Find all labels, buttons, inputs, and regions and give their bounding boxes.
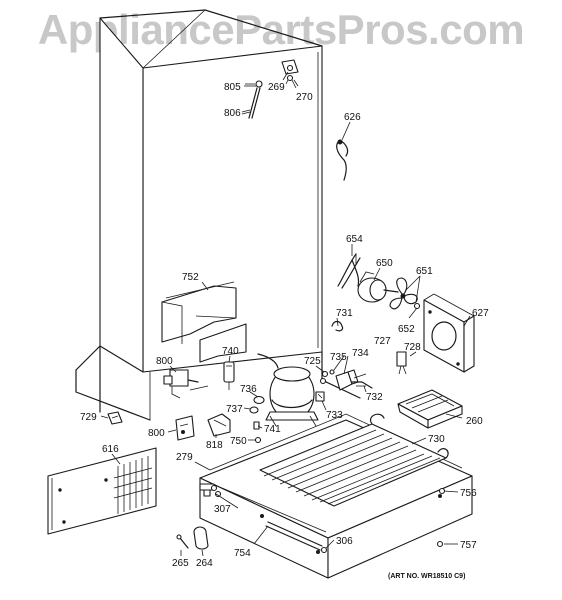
label-727: 727 xyxy=(374,336,391,347)
part-626-sensor xyxy=(336,139,349,181)
part-818-bracket xyxy=(207,413,231,437)
label-733: 733 xyxy=(326,410,343,421)
label-626: 626 xyxy=(344,112,361,123)
part-264-cap xyxy=(193,526,209,550)
part-727-capacitor xyxy=(396,351,417,375)
label-270: 270 xyxy=(296,92,313,103)
part-736-grommet xyxy=(253,395,265,405)
label-740: 740 xyxy=(222,346,239,357)
label-750: 750 xyxy=(230,436,247,447)
label-756: 756 xyxy=(460,488,477,499)
part-265-screw xyxy=(176,534,189,549)
screw-757 xyxy=(436,540,444,548)
leader-lines xyxy=(100,71,471,557)
art-number: (ART NO. WR18510 C9) xyxy=(388,573,465,580)
label-265: 265 xyxy=(172,558,189,569)
label-654: 654 xyxy=(346,234,363,245)
label-736: 736 xyxy=(240,384,257,395)
label-264: 264 xyxy=(196,558,213,569)
part-741-sleeve xyxy=(253,421,260,430)
part-750-washer xyxy=(254,436,262,444)
label-752: 752 xyxy=(182,272,199,283)
compressor xyxy=(257,353,319,427)
screw-307 xyxy=(210,484,222,498)
part-752-duct xyxy=(161,281,247,363)
part-651-fan-blade xyxy=(389,277,421,310)
part-725-735-grommets xyxy=(319,369,335,385)
label-728: 728 xyxy=(404,342,421,353)
part-627-shroud xyxy=(423,293,475,373)
part-260-drain-pan xyxy=(397,389,463,429)
label-269: 269 xyxy=(268,82,285,93)
part-800-valve xyxy=(163,369,209,399)
part-734-relay xyxy=(335,369,367,391)
label-307: 307 xyxy=(214,504,231,515)
label-729: 729 xyxy=(80,412,97,423)
label-730: 730 xyxy=(428,434,445,445)
screw-756 xyxy=(438,487,446,495)
label-279: 279 xyxy=(176,452,193,463)
label-741: 741 xyxy=(264,424,281,435)
label-806: 806 xyxy=(224,108,241,119)
label-627: 627 xyxy=(472,308,489,319)
part-730-condenser-coil xyxy=(259,413,449,507)
label-731: 731 xyxy=(336,308,353,319)
part-654-brackets xyxy=(337,253,361,289)
part-650-fan-motor xyxy=(357,271,399,303)
label-732: 732 xyxy=(366,392,383,403)
label-818: 818 xyxy=(206,440,223,451)
part-729-clip xyxy=(107,411,123,425)
part-731-clip xyxy=(331,320,344,332)
part-733-terminal xyxy=(315,391,325,402)
label-737: 737 xyxy=(226,404,243,415)
label-260: 260 xyxy=(466,416,483,427)
part-800-bracket xyxy=(175,415,195,441)
label-616: 616 xyxy=(102,444,119,455)
part-616-access-panel xyxy=(47,447,157,535)
callout-labels: 805 269 270 806 626 654 650 651 752 731 … xyxy=(80,82,489,580)
label-651: 651 xyxy=(416,266,433,277)
part-754-rod xyxy=(265,521,323,551)
part-740-heater xyxy=(223,361,235,390)
label-306: 306 xyxy=(336,536,353,547)
label-734: 734 xyxy=(352,348,369,359)
label-650: 650 xyxy=(376,258,393,269)
label-800-lower: 800 xyxy=(148,428,165,439)
label-652: 652 xyxy=(398,324,415,335)
part-805-806-tube xyxy=(241,80,263,119)
part-737-grommet xyxy=(249,406,259,414)
label-725: 725 xyxy=(304,356,321,367)
label-735: 735 xyxy=(330,352,347,363)
label-757: 757 xyxy=(460,540,477,551)
label-754: 754 xyxy=(234,548,251,559)
label-800-upper: 800 xyxy=(156,356,173,367)
label-805: 805 xyxy=(224,82,241,93)
screw-306 xyxy=(320,546,328,554)
part-269-270-bracket xyxy=(281,59,299,87)
